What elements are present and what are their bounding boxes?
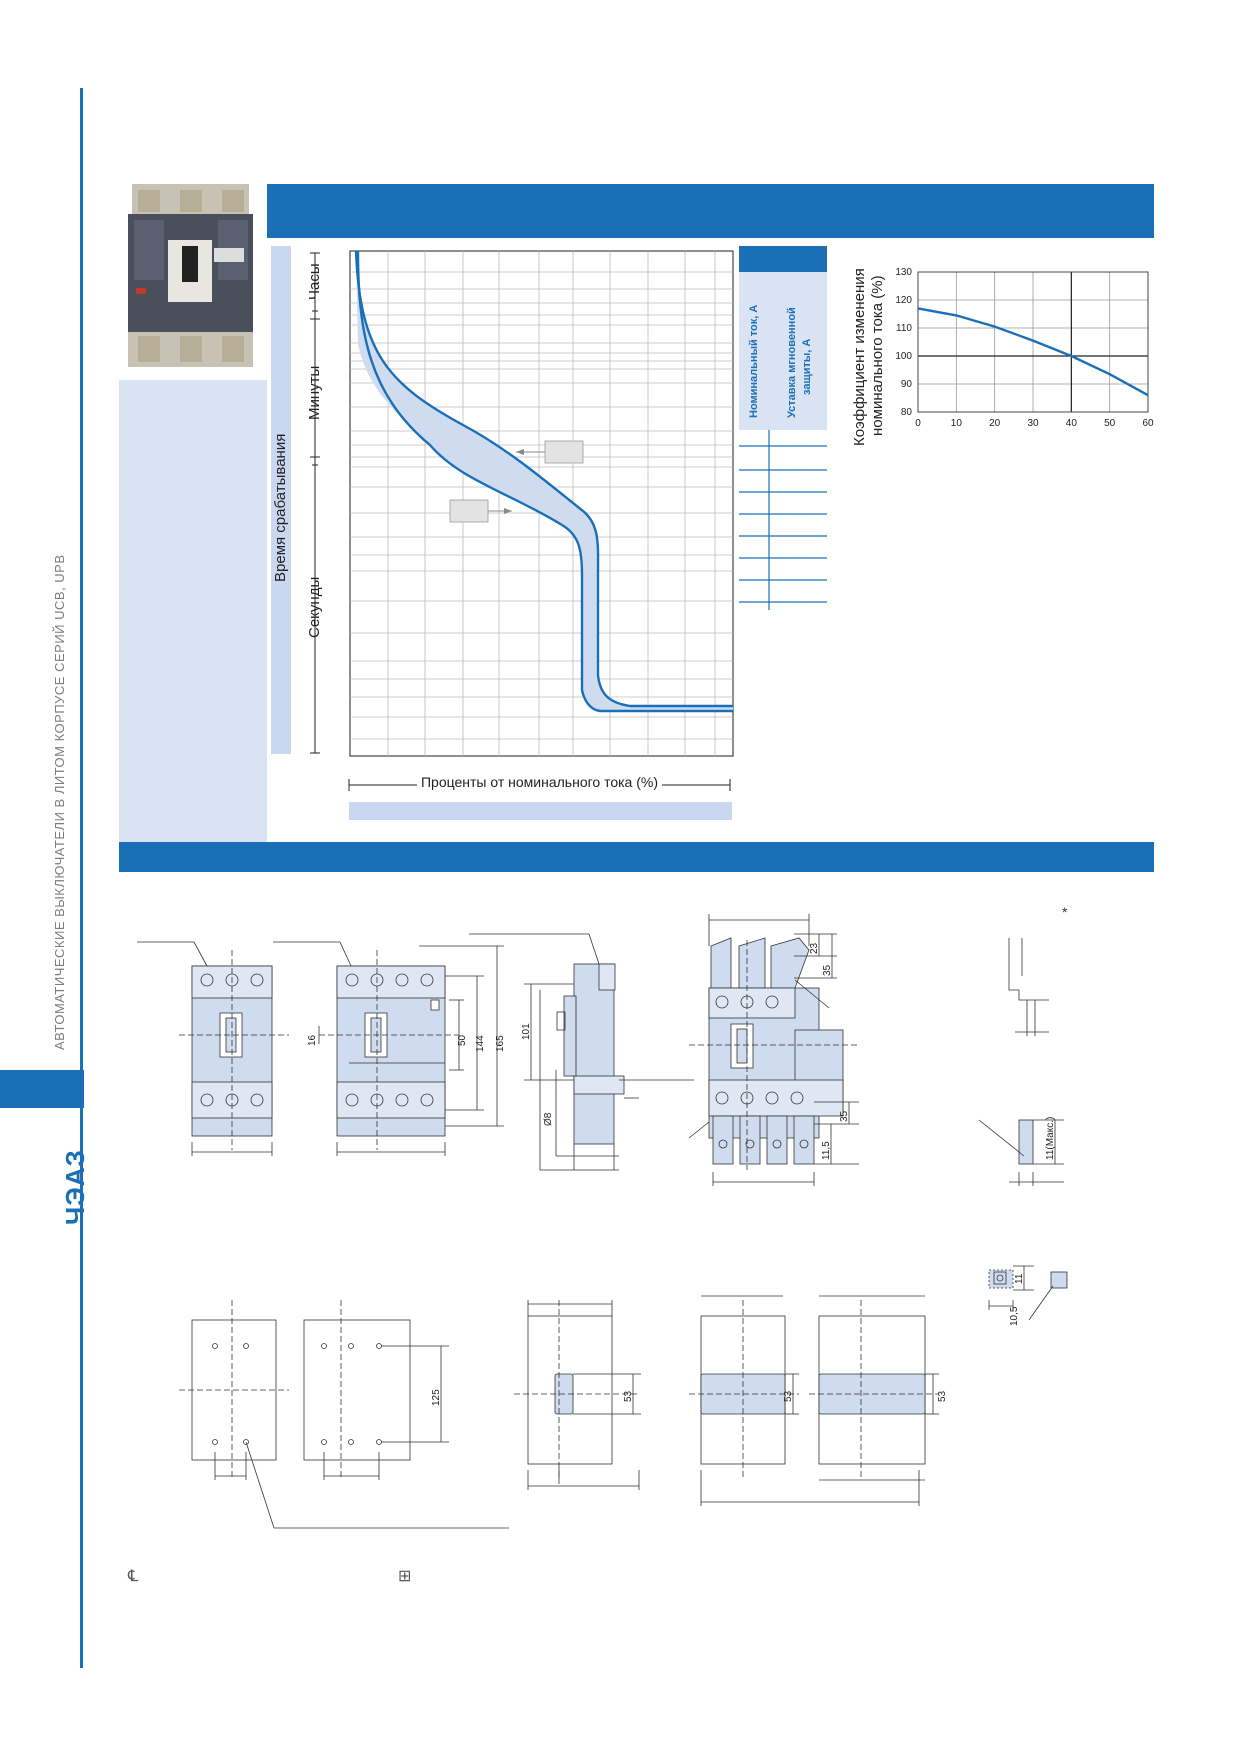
dim-35-top: 35 <box>822 964 833 976</box>
derating-ytick-label: 80 <box>901 407 913 418</box>
derating-ytick-label: 110 <box>896 323 912 334</box>
table-header-bar <box>739 246 827 272</box>
section-header-bar-2 <box>119 842 1154 872</box>
derating-xtick-label: 40 <box>1066 418 1078 429</box>
bar-symbol: ⊞ <box>398 1568 412 1585</box>
x-axis-title: Проценты от номинального тока (%) <box>347 774 732 792</box>
dim-10-5: 10,5 <box>1009 1306 1020 1326</box>
section-header-bar <box>267 184 1154 238</box>
derating-ytick-label: 90 <box>901 379 913 390</box>
brand-tab <box>0 1070 84 1108</box>
derating-xtick-label: 60 <box>1142 418 1154 429</box>
derating-xtick-label: 10 <box>951 418 963 429</box>
derating-ytick-label: 130 <box>895 267 912 278</box>
derating-ytick-label: 120 <box>895 295 912 306</box>
y-axis-strip <box>271 246 291 754</box>
dim-23: 23 <box>809 942 820 954</box>
derating-ytick-label: 100 <box>895 351 912 362</box>
dimension-drawings: 16 50 144 165 101 Ø8 23 35 35 11,5 11(Ма… <box>137 914 1068 1529</box>
sidebar-rule <box>80 88 83 1668</box>
derating-chart: 80 90 100 110 120 130 0 10 20 30 40 50 60 <box>895 267 1154 429</box>
dim-50: 50 <box>457 1034 468 1046</box>
table-rows <box>739 430 827 610</box>
table-header-cell <box>739 272 827 430</box>
dim-144: 144 <box>475 1035 486 1052</box>
dim-35-bottom: 35 <box>839 1110 850 1122</box>
derating-series-line <box>917 307 1149 397</box>
centerline-symbol: ℄ <box>128 1568 139 1585</box>
dim-11-max: 11(Макс.) <box>1045 1117 1056 1160</box>
derating-xtick-label: 0 <box>915 418 921 429</box>
derating-xtick-label: 20 <box>989 418 1001 429</box>
dim-16: 16 <box>307 1034 318 1046</box>
dim-101: 101 <box>521 1023 532 1040</box>
dim-11-5: 11,5 <box>821 1141 832 1160</box>
dim-53-a: 53 <box>623 1390 634 1402</box>
description-panel <box>119 380 267 842</box>
trip-curve-chart <box>310 250 734 757</box>
dim-53-c: 53 <box>937 1390 948 1402</box>
footnote-star: * <box>1062 904 1068 920</box>
dim-11: 11 <box>1014 1273 1025 1284</box>
dim-53-b: 53 <box>783 1390 794 1402</box>
dim-165: 165 <box>495 1035 506 1052</box>
dim-125: 125 <box>431 1389 442 1406</box>
x-axis-strip <box>349 802 732 820</box>
derating-xtick-label: 50 <box>1104 418 1116 429</box>
derating-xtick-label: 30 <box>1027 418 1039 429</box>
dim-d8: Ø8 <box>543 1112 554 1126</box>
breaker-photo <box>128 184 253 367</box>
